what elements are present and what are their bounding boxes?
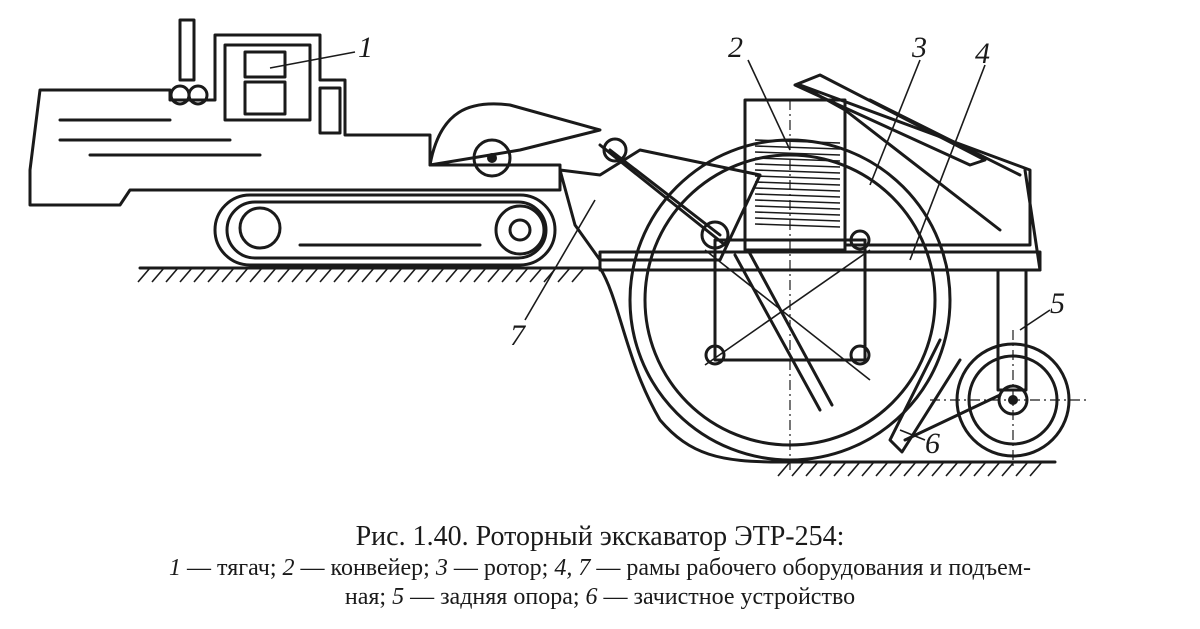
legend-line-2: ная; 5 — задняя опора; 6 — зачистное уст… [344, 584, 856, 610]
callout-4: 4 [975, 37, 990, 70]
callout-6: 6 [925, 427, 940, 460]
rear-support [930, 268, 1090, 470]
leader-lines [269, 51, 1051, 441]
callout-3: 3 [911, 31, 927, 64]
figure-caption: Рис. 1.40. Роторный экскаватор ЭТР-254: … [0, 520, 1200, 612]
callout-2: 2 [728, 31, 743, 64]
lift-frame [558, 137, 762, 262]
cleaning-device [888, 338, 1002, 454]
ground-surface [137, 266, 1057, 477]
working-frame [598, 168, 1042, 272]
callout-7: 7 [510, 319, 527, 352]
rotor-wheel [628, 100, 952, 470]
callout-5: 5 [1050, 287, 1065, 320]
conveyor [743, 73, 1032, 252]
callout-1: 1 [358, 31, 373, 64]
caption-title: Рис. 1.40. Роторный экскаватор ЭТР-254: [355, 521, 845, 552]
tractor [28, 18, 602, 267]
excavator-drawing: 1 2 3 4 5 6 7 [28, 18, 1090, 477]
caption-legend: 1 — тягач; 2 — конвейер; 3 — ротор; 4, 7… [0, 554, 1200, 612]
legend-line-1: 1 — тягач; 2 — конвейер; 3 — ротор; 4, 7… [169, 555, 1031, 581]
